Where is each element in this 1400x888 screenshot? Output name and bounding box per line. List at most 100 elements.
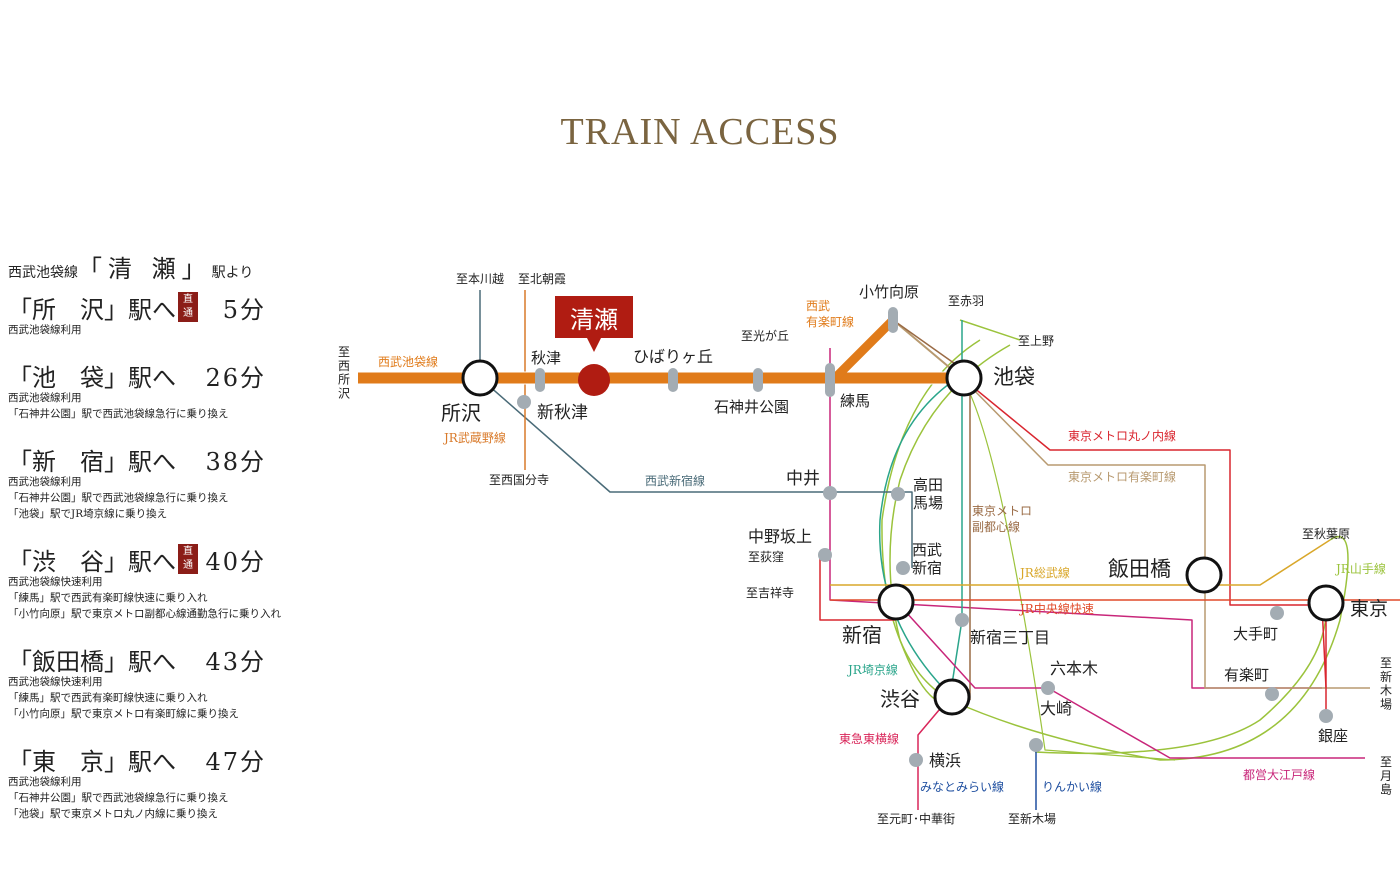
direction-label: 至吉祥寺 xyxy=(746,586,794,600)
nerima-station xyxy=(825,363,835,397)
direct-badge: 直通 xyxy=(178,292,198,322)
route-note: 「石神井公園」駅で西武池袋線急行に乗り換え xyxy=(8,492,229,504)
line-label: JR中央線快速 xyxy=(1018,601,1094,616)
label-line: 副都心線 xyxy=(972,519,1020,534)
label-char: 至 xyxy=(1380,755,1392,769)
travel-time: 43分 xyxy=(205,647,266,676)
station-label: 西武新宿 xyxy=(912,541,942,577)
line-label: 東京メトロ副都心線 xyxy=(972,504,1032,534)
label-char: 至 xyxy=(1380,656,1392,670)
label-line: 大手町 xyxy=(1233,625,1278,643)
route-labels: 清瀬所沢秋津新秋津ひばりヶ丘石神井公園練馬小竹向原池袋中井高田馬場西武新宿中野坂… xyxy=(338,272,1392,826)
label-line: 新宿 xyxy=(912,559,942,577)
shakujii-station xyxy=(753,368,763,392)
line-label: 西武新宿線 xyxy=(645,473,705,488)
label-line: 大崎 xyxy=(1040,699,1072,718)
seibu-yurakucho-line xyxy=(831,316,897,382)
akitsu-station xyxy=(535,368,545,392)
label-line: 至吉祥寺 xyxy=(746,586,794,600)
label-line: 西武新宿線 xyxy=(645,473,705,488)
roppongi-station xyxy=(1041,681,1055,695)
route-note: 「練馬」駅で西武有楽町線快速に乗り入れ xyxy=(8,592,208,604)
label-line: 秋津 xyxy=(531,349,561,367)
destination: 「所 沢」駅へ xyxy=(8,295,176,324)
station-label: 渋谷 xyxy=(880,687,920,711)
line-label: 東急東横線 xyxy=(839,731,899,746)
direction-label: 至西国分寺 xyxy=(489,473,549,487)
label-line: 都営大江戸線 xyxy=(1243,767,1315,782)
station-label: 秋津 xyxy=(531,349,561,367)
kiyose-flag xyxy=(555,296,633,338)
origin-intro: 西武池袋線「清 瀬」駅より xyxy=(8,252,278,286)
destination: 「池 袋」駅へ xyxy=(8,363,176,392)
station-label: 新宿三丁目 xyxy=(970,628,1050,647)
route-note: 「小竹向原」駅で東京メトロ副都心線通勤急行に乗り入れ xyxy=(8,608,281,620)
label-line: 至荻窪 xyxy=(748,549,784,564)
marunouchi-west xyxy=(819,555,895,621)
vertical-label: 至新木場 xyxy=(1380,656,1392,711)
travel-time: 38分 xyxy=(205,447,266,476)
line-label: みなとみらい線 xyxy=(920,779,1004,794)
ikebukuro-station xyxy=(945,359,983,397)
route-note: 「石神井公園」駅で西武池袋線急行に乗り換え xyxy=(8,792,229,804)
label-line: 六本木 xyxy=(1050,659,1098,678)
label-line: JR山手線 xyxy=(1334,561,1386,576)
shinakitsu-station xyxy=(517,395,531,409)
label-line: JR総武線 xyxy=(1018,565,1070,580)
yamanote-south xyxy=(1034,602,1327,755)
station-label: 小竹向原 xyxy=(859,283,919,301)
label-line: 銀座 xyxy=(1318,727,1348,745)
tokyo-station xyxy=(1307,584,1345,622)
line-label: 西武有楽町線 xyxy=(806,299,854,329)
line-label: りんかい線 xyxy=(1042,779,1102,794)
line-label: 東京メトロ丸ノ内線 xyxy=(1068,428,1176,443)
label-line: 有楽町 xyxy=(1224,666,1269,684)
label-line: 東急東横線 xyxy=(839,731,899,746)
direction-label: 至上野 xyxy=(1018,334,1054,348)
line-label: 西武池袋線 xyxy=(378,354,438,369)
destination: 「渋 谷」駅へ xyxy=(8,547,176,576)
label-line: みなとみらい線 xyxy=(920,779,1004,794)
vertical-label: 至月島 xyxy=(1380,755,1392,797)
label-line: 馬場 xyxy=(913,494,943,512)
kiyose-label: 清瀬 xyxy=(570,306,618,334)
kiyose-station xyxy=(578,364,610,396)
label-line: 至元町･中華街 xyxy=(877,811,955,826)
label-line: JR武蔵野線 xyxy=(442,430,506,445)
nakai-station xyxy=(823,486,837,500)
label-line: 東京メトロ丸ノ内線 xyxy=(1068,428,1176,443)
direction-label: 至荻窪 xyxy=(748,549,784,564)
label-line: 練馬 xyxy=(840,392,870,410)
station-label: 大崎 xyxy=(1040,699,1072,718)
label-line: 西武 xyxy=(912,541,942,559)
travel-time: 5分 xyxy=(222,295,266,324)
yokohama-station xyxy=(909,753,923,767)
label-line: JR中央線快速 xyxy=(1018,601,1094,616)
label-line: 中井 xyxy=(786,469,820,489)
route-note: 「練馬」駅で西武有楽町線快速に乗り入れ xyxy=(8,692,208,704)
ginza-station xyxy=(1319,709,1333,723)
label-line: 所沢 xyxy=(441,401,481,425)
label-char: 所 xyxy=(338,373,350,387)
label-line: 至上野 xyxy=(1018,334,1054,348)
label-line: 至北朝霞 xyxy=(518,272,566,286)
label-line: りんかい線 xyxy=(1042,779,1102,794)
label-line: 至赤羽 xyxy=(948,294,984,308)
kotakemukaihara-station xyxy=(888,307,898,333)
station-label: 中野坂上 xyxy=(748,527,812,546)
station-label: 横浜 xyxy=(929,751,961,770)
seibu-shinjuku-line xyxy=(479,377,913,568)
label-line: ひばりヶ丘 xyxy=(633,347,713,366)
sobu-line xyxy=(830,539,1331,586)
station-label: 新宿 xyxy=(842,623,882,647)
route-note: 西武池袋線利用 xyxy=(8,776,82,788)
page-title: TRAIN ACCESS xyxy=(560,111,840,153)
seibushinjuku-station xyxy=(896,561,910,575)
yamanote-ueno xyxy=(959,319,1021,341)
yamanote-line-west xyxy=(889,344,1011,705)
